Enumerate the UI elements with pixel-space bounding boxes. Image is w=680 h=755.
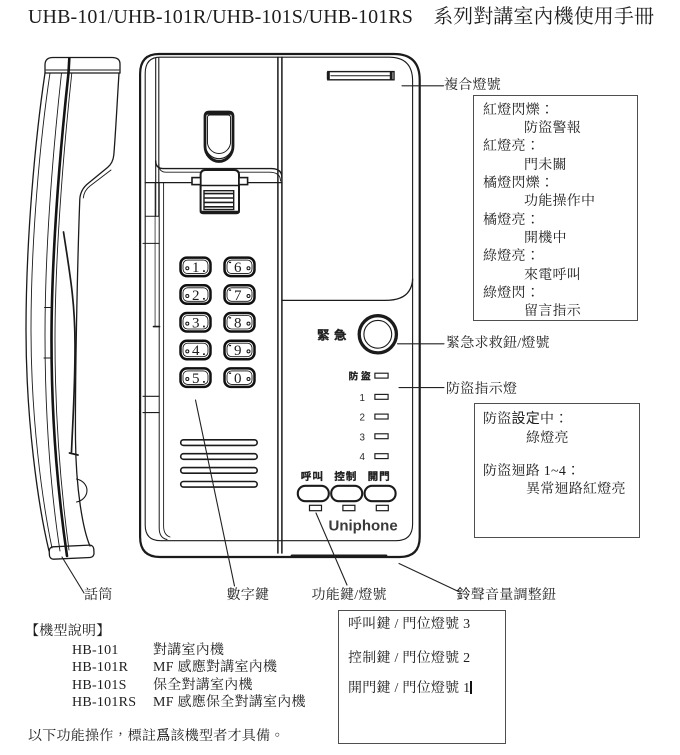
svg-text:3: 3 bbox=[360, 432, 366, 443]
svg-text:控制: 控制 bbox=[334, 469, 357, 484]
svg-text:3: 3 bbox=[192, 315, 200, 331]
svg-text:1: 1 bbox=[360, 393, 365, 404]
svg-text:6: 6 bbox=[234, 260, 242, 276]
svg-text:4: 4 bbox=[192, 343, 200, 359]
svg-text:0: 0 bbox=[234, 371, 242, 387]
svg-text:開門: 開門 bbox=[368, 469, 391, 484]
svg-text:7: 7 bbox=[234, 288, 242, 304]
svg-text:1: 1 bbox=[192, 260, 200, 276]
svg-text:2: 2 bbox=[192, 288, 200, 304]
svg-text:呼叫: 呼叫 bbox=[301, 469, 324, 484]
svg-text:2: 2 bbox=[360, 413, 365, 424]
svg-text:4: 4 bbox=[360, 452, 366, 463]
svg-text:緊急: 緊急 bbox=[317, 325, 351, 344]
svg-text:防盜: 防盜 bbox=[349, 369, 374, 383]
svg-text:Uniphone: Uniphone bbox=[329, 518, 398, 535]
svg-text:9: 9 bbox=[234, 343, 242, 359]
svg-text:8: 8 bbox=[234, 315, 242, 331]
svg-text:5: 5 bbox=[192, 371, 200, 387]
